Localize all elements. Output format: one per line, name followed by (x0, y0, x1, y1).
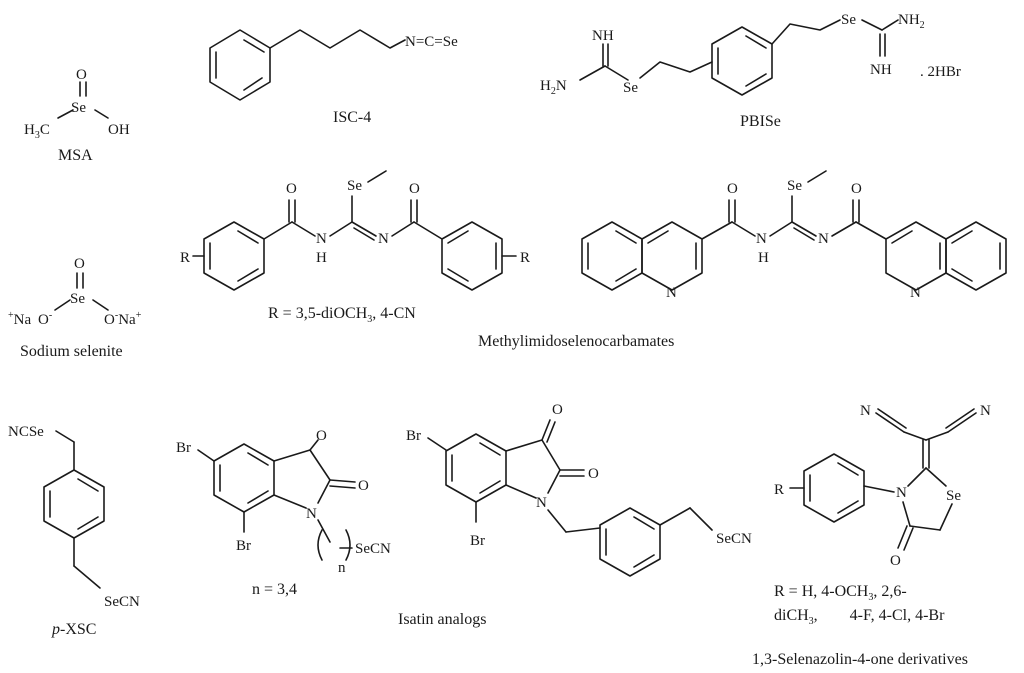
quinoline-left-carbonyl-oxygen: O (727, 181, 738, 197)
benzoyl-left-r-label: R (180, 250, 190, 266)
isatin-alkyl-subscript-n: n (338, 560, 346, 576)
pbise-left-selenium-label: Se (623, 80, 638, 96)
selenite-right-oxygen-label: O-Na+ (104, 310, 142, 328)
benzoyl-left-carbonyl-oxygen: O (286, 181, 297, 197)
msa-selenium-label: Se (71, 100, 86, 116)
isc4-structure: N=C=Se ISC-4 (209, 29, 458, 126)
isatin-benzyl-n-label: N (536, 495, 547, 511)
sodium-selenite-caption: Sodium selenite (20, 343, 123, 360)
isatin-alkyl-br-bottom: Br (236, 538, 251, 554)
selenazolin-ring-n-label: N (896, 485, 907, 501)
pbise-structure: NH H2N Se Se NH2 NH . 2HBr PBISe (540, 12, 961, 130)
msa-hydroxyl-label: OH (108, 122, 130, 138)
isatin-alkyl-lactam-oxygen: O (358, 478, 369, 494)
isatin-alkyl-structure: Br Br O O N n SeCN n = 3,4 (176, 428, 391, 598)
pbise-right-imine-label: NH (870, 62, 892, 78)
isatin-alkyl-secn-label: SeCN (355, 541, 391, 557)
benzoyl-amide-h-label: H (316, 250, 327, 266)
selenazolin-left-cyano-n: N (860, 403, 871, 419)
isatin-benzyl-lactam-oxygen: O (588, 466, 599, 482)
quinoline-left-n-label: N (666, 285, 677, 301)
msa-methyl-label: H3C (24, 122, 50, 141)
benzoyl-right-r-label: R (520, 250, 530, 266)
quinoline-imine-n-label: N (818, 231, 829, 247)
selenite-oxygen-label: O (74, 256, 85, 272)
selenazolinone-structure: N N N Se O R R = H, 4-OCH3, 2,6- diCH3, … (752, 403, 991, 668)
methylimido-caption: Methylimidoselenocarbamates (478, 333, 674, 350)
isc4-isoselenocyanate-label: N=C=Se (405, 34, 458, 50)
methylimido-r-caption: R = 3,5-diOCH3, 4-CN (268, 305, 416, 325)
pbise-right-amine-label: NH2 (898, 12, 925, 31)
quinoline-amide-n-label: N (756, 231, 767, 247)
msa-caption: MSA (58, 147, 93, 164)
msa-oxygen-label: O (76, 67, 87, 83)
pxsc-caption: p-XSC (51, 621, 96, 638)
isatin-n-caption: n = 3,4 (252, 581, 297, 598)
isatin-caption: Isatin analogs (398, 611, 486, 628)
pbise-left-imine-label: NH (592, 28, 614, 44)
quinoline-right-carbonyl-oxygen: O (851, 181, 862, 197)
selenazolin-r-label: R (774, 482, 784, 498)
selenazolin-r-caption-2: diCH3, 4-F, 4-Cl, 4-Br (774, 607, 945, 627)
benzoyl-selenium-label: Se (347, 178, 362, 194)
methylimido-quinoline-structure: N O N H Se N O N Methylimidoselenocarbam… (478, 170, 1007, 350)
pxsc-structure: NCSe SeCN p-XSC (8, 424, 140, 638)
pbise-left-amine-label: H2N (540, 78, 567, 97)
selenite-selenium-label: Se (70, 291, 85, 307)
pxsc-bottom-secn-label: SeCN (104, 594, 140, 610)
selenazolin-carbonyl-oxygen: O (890, 553, 901, 569)
quinoline-selenium-label: Se (787, 178, 802, 194)
isatin-benzyl-structure: Br Br O O N SeCN Isatin analogs (398, 402, 752, 628)
isatin-benzyl-ketone-oxygen: O (552, 402, 563, 418)
benzoyl-imine-n-label: N (378, 231, 389, 247)
benzoyl-right-carbonyl-oxygen: O (409, 181, 420, 197)
selenazolin-caption: 1,3-Selenazolin-4-one derivatives (752, 651, 968, 668)
isatin-alkyl-ketone-oxygen: O (316, 428, 327, 444)
pbise-salt-label: . 2HBr (920, 64, 961, 80)
msa-structure: O Se H3C OH MSA (24, 67, 130, 164)
selenazolin-ring-selenium: Se (946, 488, 961, 504)
isc4-caption: ISC-4 (333, 109, 371, 126)
isatin-benzyl-br-top: Br (406, 428, 421, 444)
selenite-left-oxygen-label: O- (38, 310, 52, 328)
isatin-alkyl-br-top: Br (176, 440, 191, 456)
selenazolin-right-cyano-n: N (980, 403, 991, 419)
selenazolin-r-caption-1: R = H, 4-OCH3, 2,6- (774, 583, 907, 603)
sodium-selenite-structure: O Se +Na O- O-Na+ Sodium selenite (8, 256, 142, 360)
selenite-left-sodium-label: +Na (8, 310, 31, 328)
quinoline-right-n-label: N (910, 285, 921, 301)
methylimido-benzoyl-structure: R O N H Se N O R R = 3,5-diOCH3, 4-CN (180, 170, 530, 325)
isatin-benzyl-br-bottom: Br (470, 533, 485, 549)
isatin-alkyl-n-label: N (306, 506, 317, 522)
isatin-benzyl-secn-label: SeCN (716, 531, 752, 547)
quinoline-amide-h-label: H (758, 250, 769, 266)
benzoyl-amide-n-label: N (316, 231, 327, 247)
pxsc-top-ncse-label: NCSe (8, 424, 44, 440)
pbise-caption: PBISe (740, 113, 781, 130)
pbise-right-selenium-label: Se (841, 12, 856, 28)
